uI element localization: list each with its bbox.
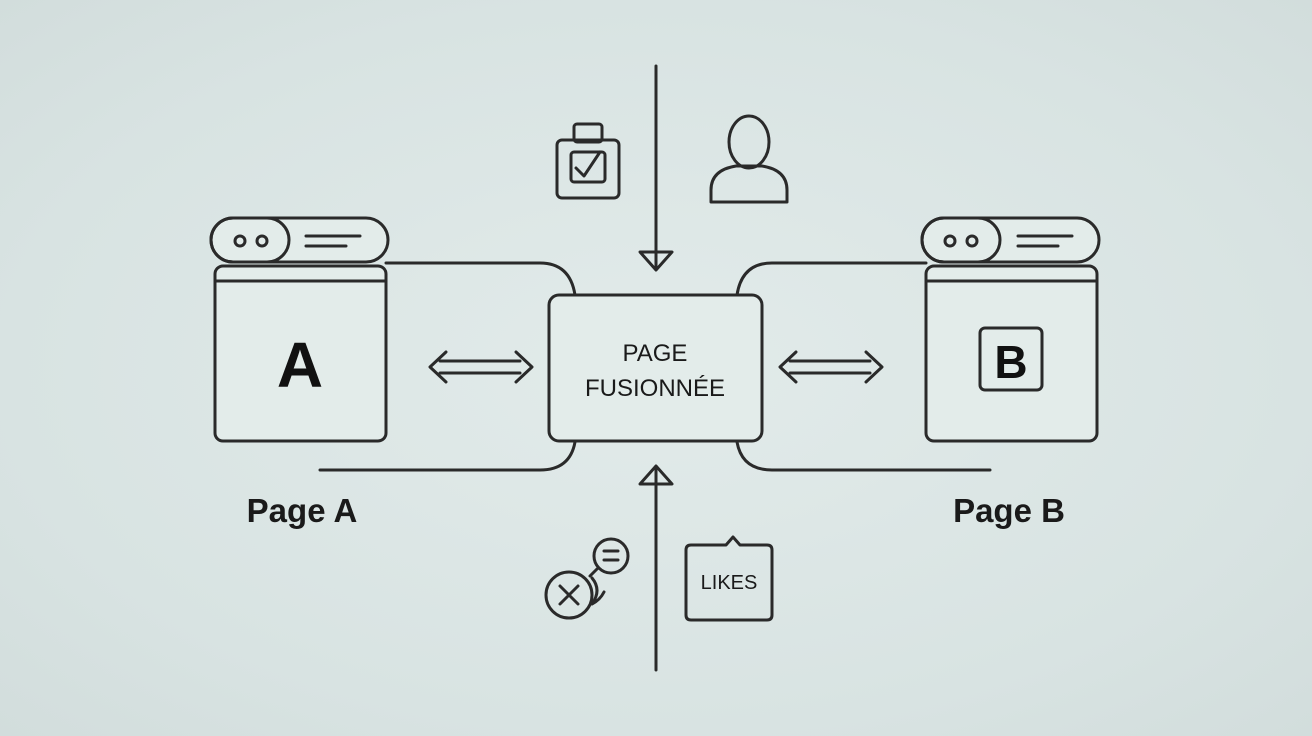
user-icon xyxy=(709,114,789,204)
page-a-window: A xyxy=(209,216,390,443)
merged-page-line2: FUSIONNÉE xyxy=(585,375,725,402)
merged-page-line1: PAGE xyxy=(623,340,688,367)
page-b-letter: B xyxy=(994,336,1027,388)
right-double-arrow xyxy=(778,350,884,384)
page-a-caption: Page A xyxy=(247,492,358,529)
connector-lines xyxy=(318,261,992,472)
top-down-arrow xyxy=(638,64,674,272)
likes-badge-icon: LIKES xyxy=(684,535,774,622)
left-double-arrow xyxy=(428,350,534,384)
merged-page-box: PAGE FUSIONNÉE xyxy=(547,293,764,443)
page-a-letter: A xyxy=(277,329,323,401)
cancel-comment-icon xyxy=(544,537,630,620)
likes-label: LIKES xyxy=(701,572,758,594)
page-b-window: B xyxy=(920,216,1101,443)
bottom-up-arrow xyxy=(638,464,674,672)
clipboard-check-icon xyxy=(555,122,621,200)
page-b-caption: Page B xyxy=(953,492,1065,529)
